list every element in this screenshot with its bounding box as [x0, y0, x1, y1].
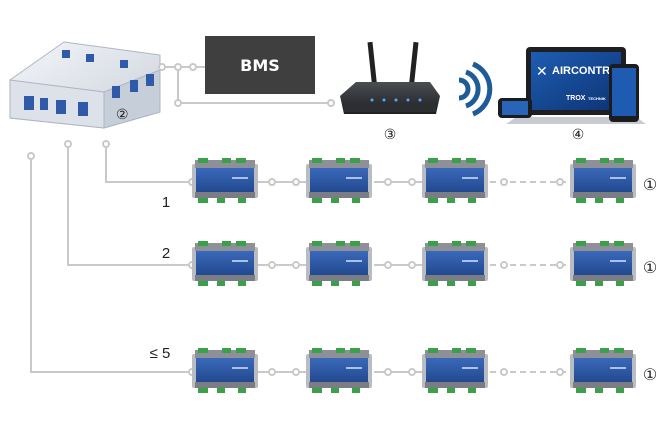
router — [340, 41, 440, 114]
ahu-number-label: ② — [116, 106, 129, 122]
bus-row-2 — [188, 241, 636, 286]
bus-wiring — [27, 140, 192, 373]
control-module — [422, 348, 488, 393]
control-module — [306, 158, 372, 203]
air-handling-unit — [9, 41, 161, 129]
laptop-logo-label: TROX — [566, 95, 586, 102]
bus-row-1 — [188, 158, 636, 203]
wifi-icon — [458, 61, 493, 117]
top-wiring — [158, 63, 335, 107]
aircontrol-x-icon: ✕ — [536, 63, 548, 79]
control-module — [192, 348, 258, 393]
control-module — [570, 348, 636, 393]
bus-2-label: 2 — [162, 245, 170, 262]
control-module — [192, 158, 258, 203]
laptop-logo-suffix: TECHNIK — [588, 96, 606, 101]
bus-1-label: 1 — [162, 194, 170, 211]
bus-n-connections — [188, 368, 570, 376]
client-devices: AIRCONTROL ✕ TROX TECHNIK — [498, 47, 646, 124]
control-module — [570, 241, 636, 286]
control-module — [306, 241, 372, 286]
bus-row-n — [188, 348, 636, 393]
bms-box — [205, 36, 315, 94]
bus-1-end-marker: ① — [643, 177, 657, 194]
bus-n-end-marker: ① — [643, 367, 657, 384]
control-module — [192, 241, 258, 286]
devices-number-label: ④ — [572, 126, 585, 142]
control-module — [422, 241, 488, 286]
control-module — [570, 158, 636, 203]
bus-n-label: ≤ 5 — [150, 345, 171, 362]
control-module — [422, 158, 488, 203]
laptop-brand-label: AIRCONTROL — [552, 65, 626, 77]
router-number-label: ③ — [384, 126, 397, 142]
bms-label: BMS — [240, 56, 280, 75]
control-module — [306, 348, 372, 393]
bus-2-end-marker: ① — [643, 260, 657, 277]
